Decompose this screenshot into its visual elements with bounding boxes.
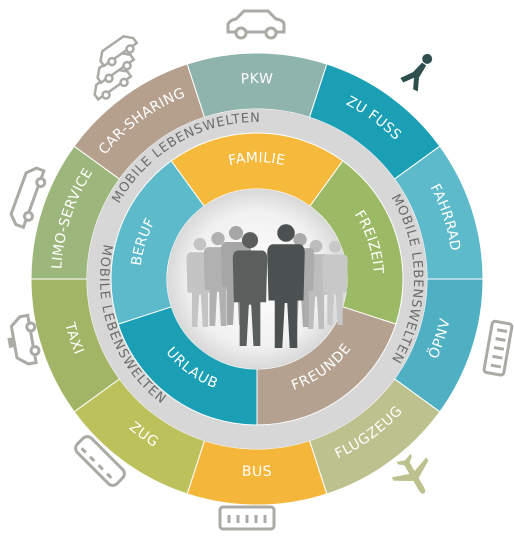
taxi-icon (7, 313, 41, 366)
transport-icons (7, 9, 514, 531)
person-silhouette (322, 240, 348, 325)
middle-ring (87, 109, 427, 449)
car-icon (226, 9, 286, 40)
inner-ring (110, 132, 404, 426)
tram-icon (482, 319, 514, 377)
outer-segment-label: BUS (241, 463, 272, 480)
people-group-icon (186, 224, 348, 348)
outer-ring (30, 52, 484, 506)
carsharing-icon (93, 35, 139, 102)
bus-icon (218, 505, 276, 531)
bicycle-icon (471, 173, 504, 217)
airplane-icon (391, 453, 429, 494)
person-man-silhouette (267, 224, 305, 348)
person-woman-silhouette (232, 232, 268, 346)
limousine-icon (9, 166, 47, 230)
outer-segment-label: PKW (240, 71, 273, 88)
inner-segment-label: FAMILIE (227, 150, 287, 169)
train-icon (74, 435, 126, 487)
pedestrian-icon (400, 53, 433, 92)
